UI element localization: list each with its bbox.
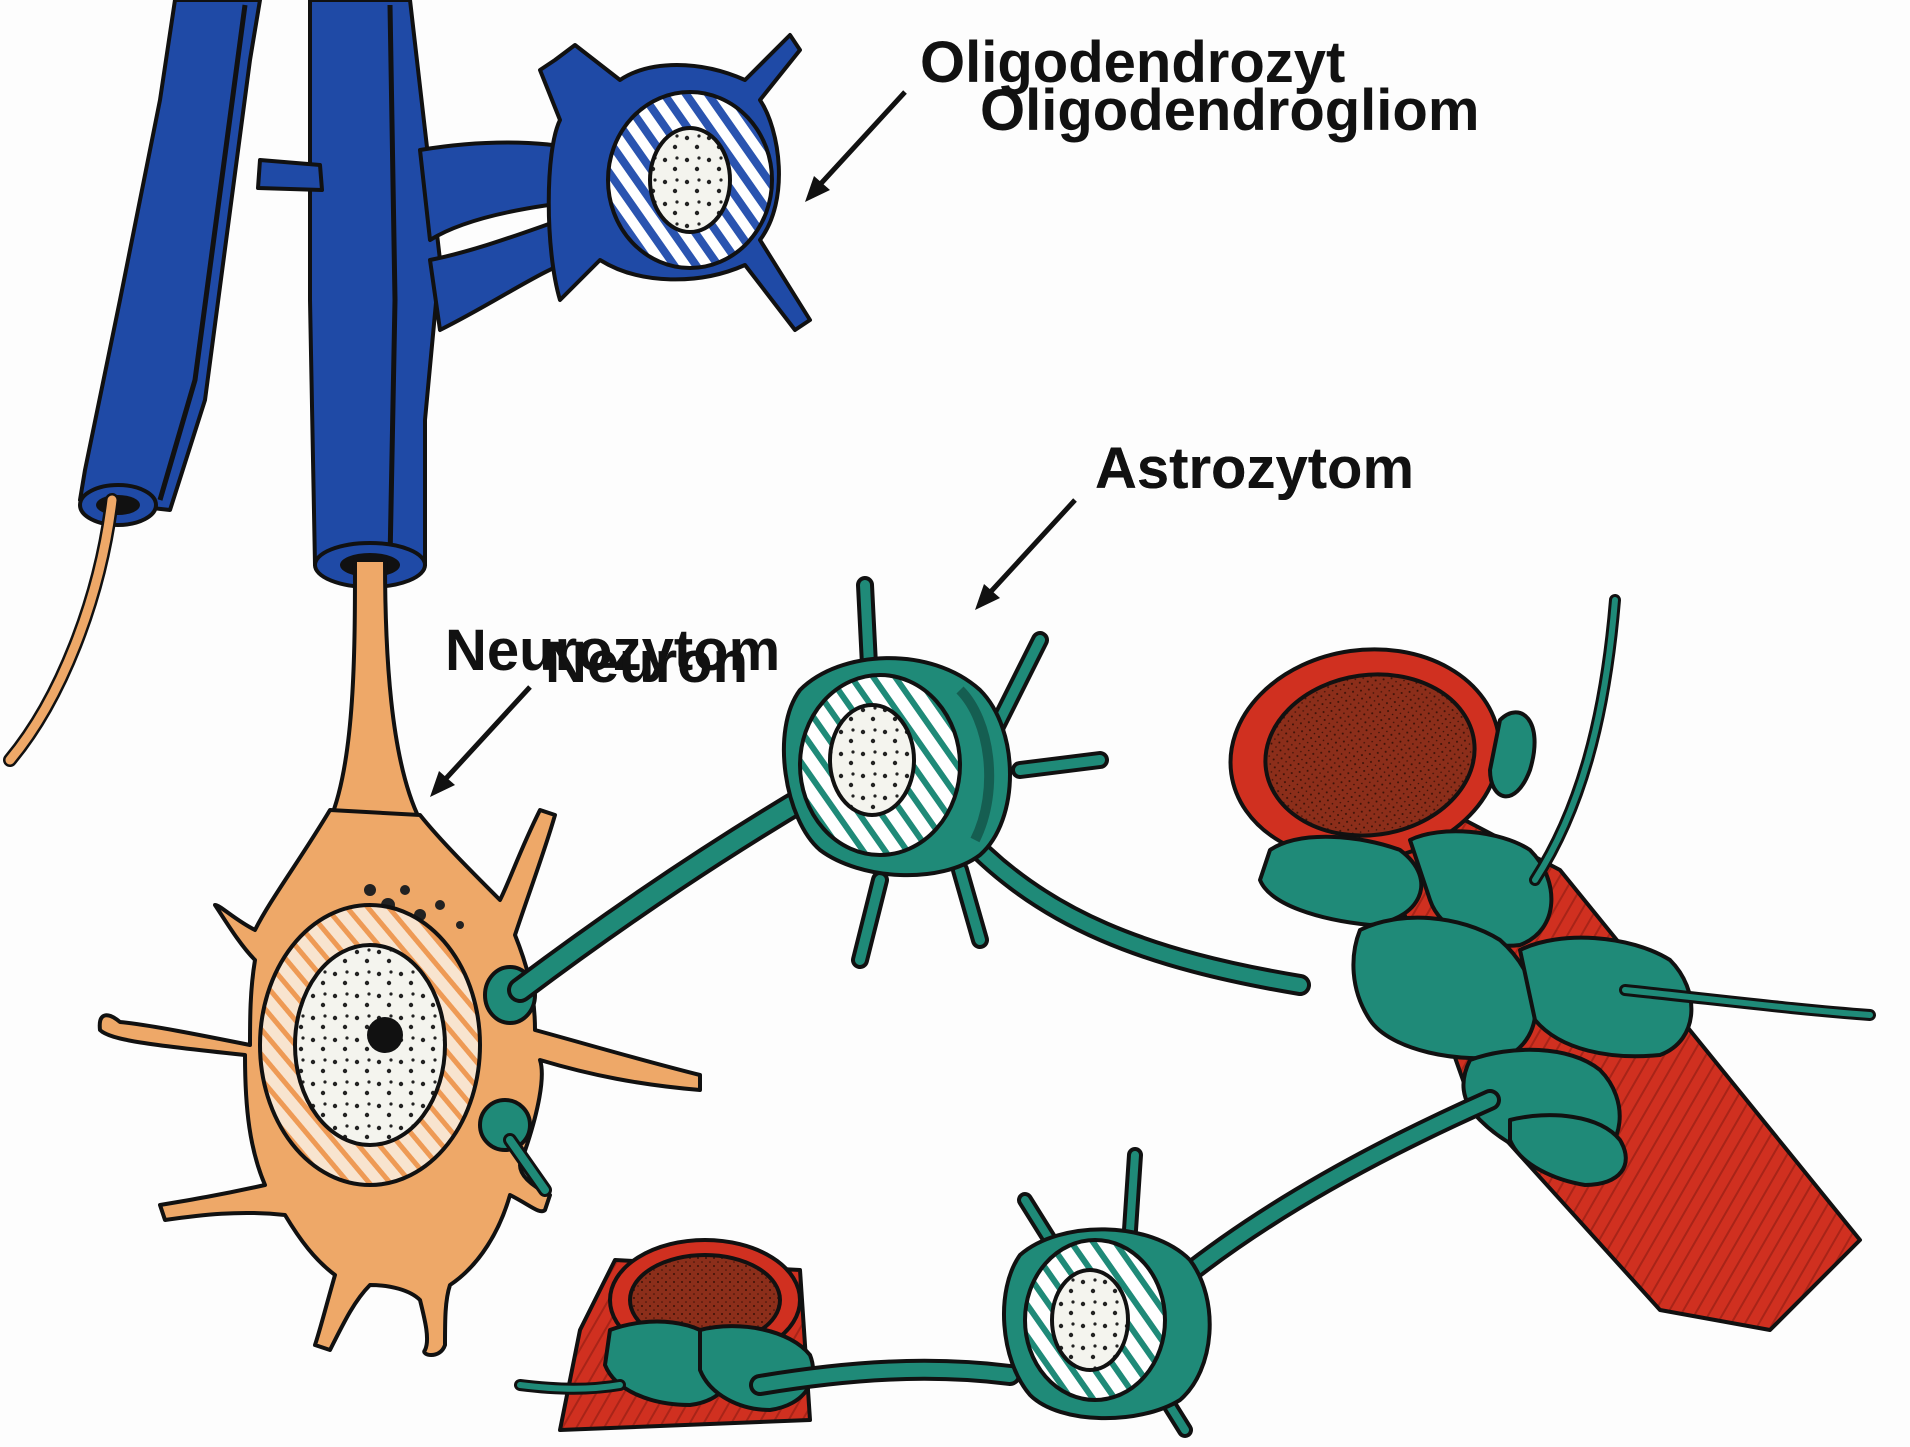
arrow-neuron xyxy=(430,687,530,797)
astrocyte-lower-nucleus xyxy=(1052,1270,1128,1370)
arrow-oligodendrocyte xyxy=(805,92,905,202)
oligodendrocyte-nucleus xyxy=(650,128,730,232)
astrocyte-lower xyxy=(760,1100,1490,1430)
label-oligodendroglioma: Oligodendrogliom xyxy=(980,78,1479,143)
axon-left xyxy=(10,500,112,760)
neuron-axon xyxy=(330,560,420,820)
label-neuron: Neuron xyxy=(545,630,748,695)
neuron-nucleolus xyxy=(367,1017,403,1053)
label-astrocyte: Astrozyt xyxy=(1095,436,1327,501)
arrow-astrocyte xyxy=(975,500,1075,610)
astrocyte-upper-nucleus xyxy=(830,705,914,815)
myelin-sheath-right xyxy=(310,0,440,565)
neuron-nucleus xyxy=(295,945,445,1145)
